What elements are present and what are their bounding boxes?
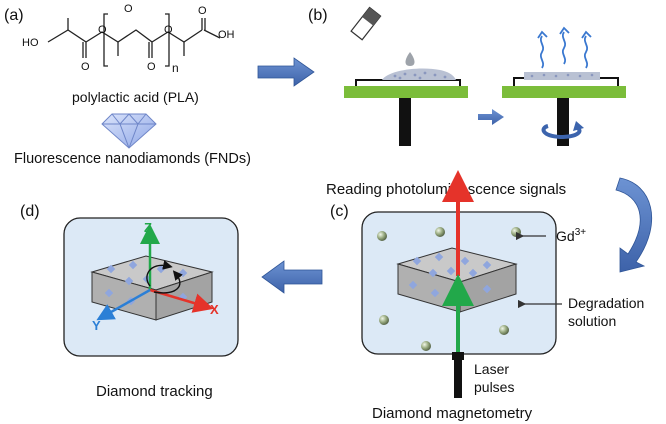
- spin-stage-2: [502, 72, 626, 146]
- repeat-n: n: [172, 61, 179, 75]
- process-arrow-c-d: [261, 260, 323, 294]
- z-axis-label: Z: [144, 220, 152, 235]
- gd-ion: [435, 227, 445, 237]
- rotation-arrow-d2: [146, 260, 173, 287]
- evaporation-icon: [537, 26, 592, 69]
- degradation-label-2: solution: [568, 313, 616, 329]
- panel-label-c: (c): [330, 203, 349, 220]
- diamond-block-d: [90, 255, 214, 321]
- o-bottom-right: O: [147, 61, 156, 73]
- laser-label-1: Laser: [474, 361, 509, 377]
- gd-label: Gd3+: [556, 227, 586, 244]
- gd-ion: [499, 325, 509, 335]
- degradation-label-1: Degradation: [568, 295, 644, 311]
- laser-label-2: pulses: [474, 379, 514, 395]
- panel-label-d: (d): [20, 203, 40, 220]
- reading-label: Reading photoluminescence signals: [326, 181, 566, 198]
- tracking-label: Diamond tracking: [96, 383, 213, 400]
- spin-stage-1: [344, 68, 468, 146]
- o-top: O: [124, 3, 133, 15]
- o-acid: O: [198, 5, 207, 17]
- o-ester-2: O: [164, 24, 173, 36]
- rotation-arrow-icon: [541, 124, 582, 140]
- process-arrow-b-c: [615, 177, 653, 273]
- oh-label: OH: [218, 29, 235, 41]
- process-arrow-a-b: [257, 57, 315, 87]
- process-arrow-spin: [478, 109, 504, 125]
- gd-ion: [421, 341, 431, 351]
- x-axis-label: X: [210, 302, 219, 317]
- diamond-icon: [101, 113, 157, 149]
- gd-ion: [511, 227, 521, 237]
- laser-icon: [452, 352, 464, 398]
- y-axis-label: Y: [92, 318, 101, 333]
- magnetometry-label: Diamond magnetometry: [372, 405, 533, 422]
- pla-label: polylactic acid (PLA): [72, 89, 199, 105]
- y-axis: [96, 288, 151, 321]
- gd-ion: [377, 231, 387, 241]
- panel-label-a: (a): [4, 7, 24, 24]
- ho-label: HO: [22, 37, 39, 49]
- rotation-arrow-d: [153, 270, 183, 294]
- fnd-label: Fluorescence nanodiamonds (FNDs): [14, 151, 251, 167]
- o-bottom-left: O: [81, 61, 90, 73]
- pipette-icon: [350, 6, 382, 41]
- panel-label-b: (b): [308, 7, 328, 24]
- gd-ion: [379, 315, 389, 325]
- droplet-icon: [405, 52, 415, 66]
- o-ester-1: O: [98, 24, 107, 36]
- pla-structure: [47, 13, 221, 67]
